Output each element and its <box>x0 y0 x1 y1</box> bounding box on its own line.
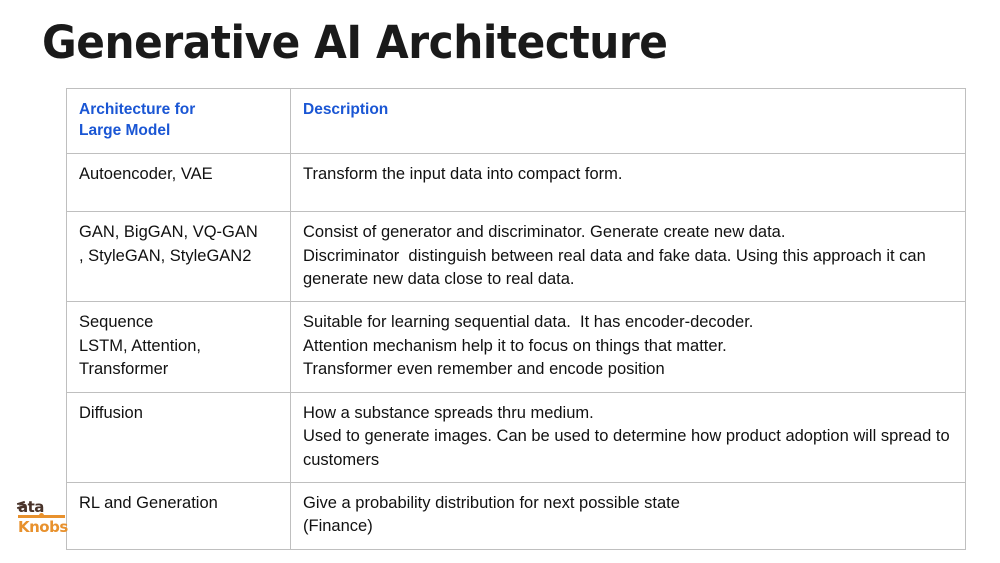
table-header: Architecture for Large Model Description <box>66 87 966 155</box>
table-row: Sequence LSTM, Attention, Transformer Su… <box>66 301 966 393</box>
cell-architecture: RL and Generation <box>66 482 291 550</box>
cell-line: Discriminator distinguish between real d… <box>303 246 931 289</box>
cell-line: Diffusion <box>79 403 143 422</box>
table-header-row: Architecture for Large Model Description <box>66 87 966 155</box>
cell-line: GAN, BigGAN, VQ-GAN <box>79 223 258 242</box>
column-header-architecture-line-2: Large Model <box>79 121 171 139</box>
logo-data-text: ata <box>16 498 78 516</box>
cell-line: Used to generate images. Can be used to … <box>303 427 955 469</box>
cell-description: How a substance spreads thru medium. Use… <box>290 391 966 484</box>
cell-line: Suitable for learning sequential data. I… <box>303 313 754 332</box>
cell-description: Transform the input data into compact fo… <box>290 153 966 213</box>
cell-architecture: GAN, BigGAN, VQ-GAN , StyleGAN, StyleGAN… <box>66 211 291 303</box>
column-header-description-line-1: Description <box>303 101 389 118</box>
architecture-table: Architecture for Large Model Description… <box>66 87 966 550</box>
table-body: Autoencoder, VAE Transform the input dat… <box>66 153 966 550</box>
cell-architecture: Autoencoder, VAE <box>66 153 291 213</box>
cell-line: Attention mechanism help it to focus on … <box>303 336 727 355</box>
cell-description: Give a probability distribution for next… <box>290 482 966 550</box>
logo-knobs-label: Knobs <box>18 518 68 536</box>
cell-architecture: Sequence LSTM, Attention, Transformer <box>66 301 291 393</box>
cell-line: Autoencoder, VAE <box>79 165 213 184</box>
table-row: RL and Generation Give a probability dis… <box>66 482 966 550</box>
page-title: Generative AI Architecture <box>42 16 668 69</box>
table-row: GAN, BigGAN, VQ-GAN , StyleGAN, StyleGAN… <box>66 211 966 303</box>
dataknobs-logo: ata Knobs <box>16 498 78 538</box>
cell-line: How a substance spreads thru medium. <box>303 403 594 422</box>
cell-line: LSTM, Attention, Transformer <box>79 336 206 379</box>
cell-description: Suitable for learning sequential data. I… <box>290 301 966 393</box>
cell-architecture: Diffusion <box>66 391 291 484</box>
cell-description: Consist of generator and discriminator. … <box>290 211 966 303</box>
cell-line: (Finance) <box>303 517 373 536</box>
table-row: Diffusion How a substance spreads thru m… <box>66 391 966 484</box>
column-header-architecture-line-1: Architecture for <box>79 101 196 118</box>
cell-line: RL and Generation <box>79 494 218 513</box>
column-header-architecture: Architecture for Large Model <box>66 87 291 155</box>
cell-line: Consist of generator and discriminator. … <box>303 223 786 242</box>
logo-accent-bar <box>18 513 65 518</box>
logo-dot-icon <box>39 513 44 518</box>
cell-line: , StyleGAN, StyleGAN2 <box>79 246 252 265</box>
logo-data-label: ata <box>18 498 44 516</box>
cell-line: Transformer even remember and encode pos… <box>303 360 665 379</box>
table-row: Autoencoder, VAE Transform the input dat… <box>66 153 966 213</box>
cell-line: Transform the input data into compact fo… <box>303 165 623 184</box>
cell-line: Sequence <box>79 313 154 332</box>
cell-line: Give a probability distribution for next… <box>303 494 680 513</box>
column-header-description: Description <box>290 87 966 155</box>
